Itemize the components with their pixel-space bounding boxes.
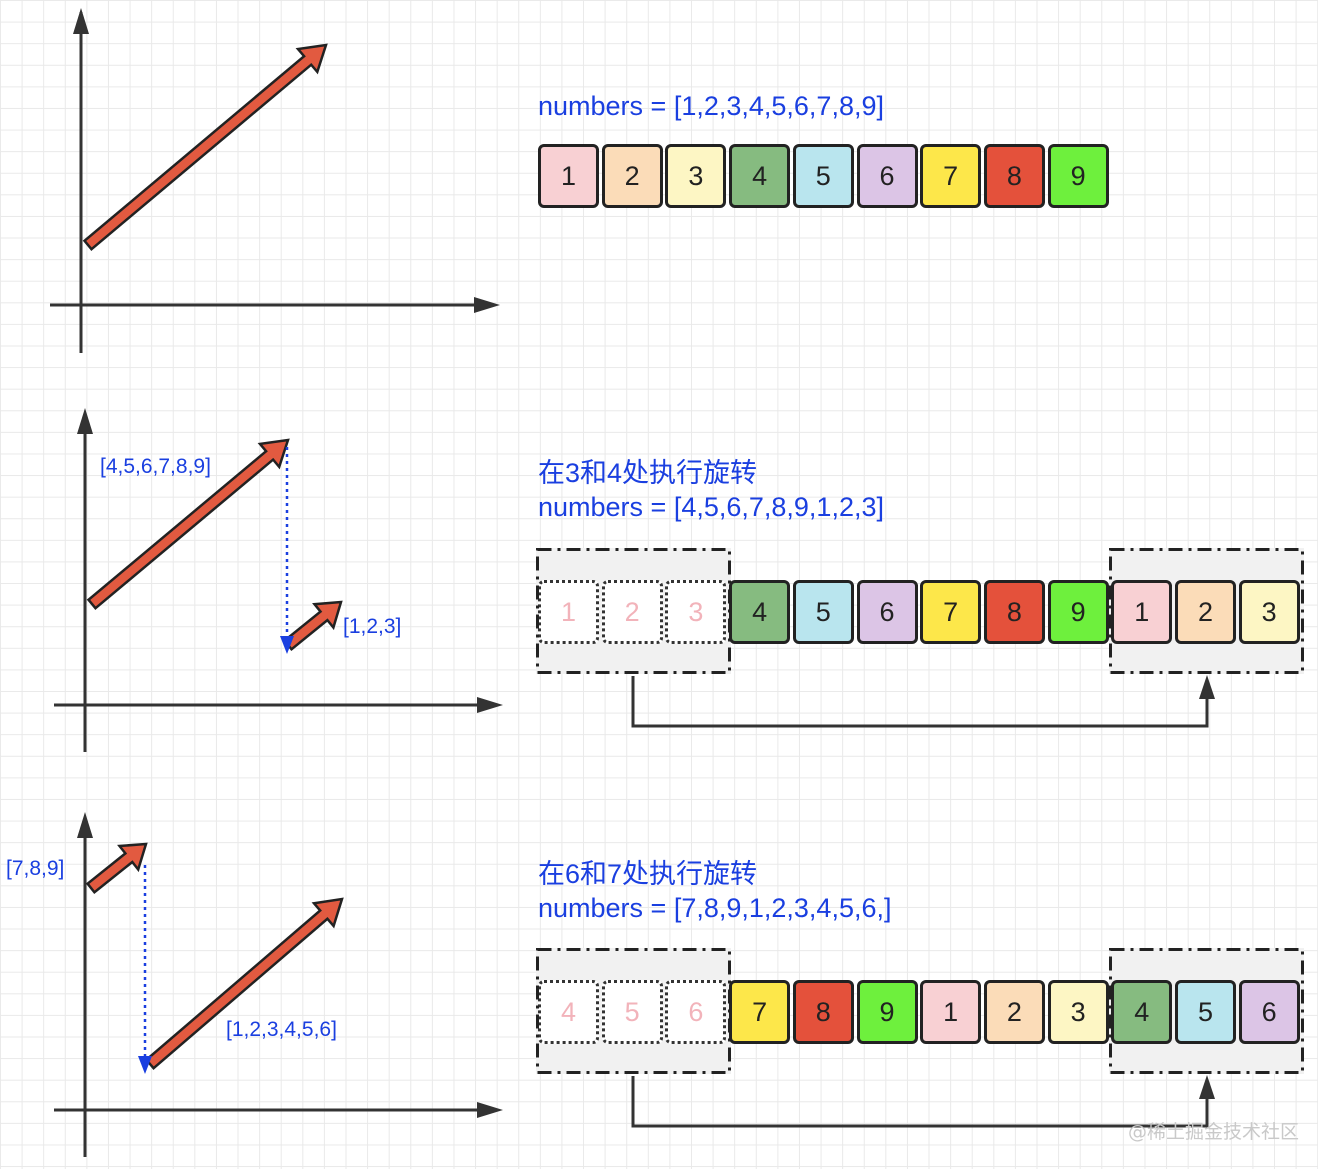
array-cell: 2 bbox=[983, 980, 1045, 1044]
y-axis-arrowhead bbox=[77, 408, 93, 434]
array-cell: 7 bbox=[920, 144, 982, 208]
drop-link-arrowhead bbox=[280, 636, 294, 654]
array-cell: 6 bbox=[856, 144, 918, 208]
array-cell: 4 bbox=[729, 580, 791, 644]
graph-label: [1,2,3,4,5,6] bbox=[226, 1018, 337, 1041]
array-cell: 9 bbox=[1047, 580, 1109, 644]
rotation-link-arrowhead bbox=[1199, 675, 1215, 699]
array-cell: 5 bbox=[792, 144, 854, 208]
graph-label: [1,2,3] bbox=[343, 615, 402, 638]
array-cell: 4 bbox=[729, 144, 791, 208]
rotation-link bbox=[631, 676, 1209, 728]
faded-cell: 6 bbox=[665, 980, 727, 1044]
x-axis-arrowhead bbox=[474, 297, 500, 313]
array-cell: 6 bbox=[1238, 980, 1300, 1044]
graph-label: [4,5,6,7,8,9] bbox=[100, 455, 211, 478]
title-line: numbers = [4,5,6,7,8,9,1,2,3] bbox=[538, 492, 884, 522]
trend-arrow bbox=[82, 43, 328, 251]
array-cell: 7 bbox=[729, 980, 791, 1044]
array-cell: 9 bbox=[856, 980, 918, 1044]
array-cell: 3 bbox=[1047, 980, 1109, 1044]
array-cell: 3 bbox=[665, 144, 727, 208]
faded-cell: 2 bbox=[601, 580, 663, 644]
faded-cell: 4 bbox=[538, 980, 599, 1044]
faded-cell: 1 bbox=[538, 580, 599, 644]
array-cell: 3 bbox=[1238, 580, 1300, 644]
drop-link-arrowhead bbox=[138, 1056, 152, 1074]
graph-label: [7,8,9] bbox=[6, 857, 65, 880]
faded-cell: 3 bbox=[665, 580, 727, 644]
trend-arrow bbox=[144, 897, 344, 1070]
array-cell: 5 bbox=[1175, 980, 1236, 1044]
row1-title: numbers = [1,2,3,4,5,6,7,8,9] bbox=[538, 89, 884, 123]
row3-title: 在6和7处执行旋转 numbers = [7,8,9,1,2,3,4,5,6,] bbox=[538, 857, 891, 925]
trend-arrow bbox=[85, 842, 148, 895]
array-cell: 9 bbox=[1047, 144, 1109, 208]
array-cell: 8 bbox=[983, 144, 1045, 208]
x-axis-arrowhead bbox=[477, 1102, 503, 1118]
title-line: 在6和7处执行旋转 bbox=[538, 859, 758, 889]
array-cell: 2 bbox=[1175, 580, 1236, 644]
array-cell: 8 bbox=[792, 980, 854, 1044]
array-cell: 4 bbox=[1111, 980, 1173, 1044]
title-line: numbers = [1,2,3,4,5,6,7,8,9] bbox=[538, 91, 884, 121]
array-cell: 6 bbox=[856, 580, 918, 644]
title-line: 在3和4处执行旋转 bbox=[538, 458, 758, 488]
array-cell: 1 bbox=[1111, 580, 1173, 644]
array-cell: 2 bbox=[601, 144, 663, 208]
row2-title: 在3和4处执行旋转 numbers = [4,5,6,7,8,9,1,2,3] bbox=[538, 456, 884, 524]
rotation-link bbox=[631, 1076, 1209, 1128]
faded-cell: 5 bbox=[601, 980, 663, 1044]
trend-arrow bbox=[86, 438, 290, 610]
y-axis-arrowhead bbox=[77, 812, 93, 838]
y-axis-arrowhead bbox=[73, 8, 89, 34]
rotation-link-arrowhead bbox=[1199, 1075, 1215, 1099]
array-cell: 1 bbox=[920, 980, 982, 1044]
title-line: numbers = [7,8,9,1,2,3,4,5,6,] bbox=[538, 893, 892, 923]
watermark: @稀土掘金技术社区 bbox=[1128, 1121, 1300, 1143]
array-cell: 7 bbox=[920, 580, 982, 644]
x-axis-arrowhead bbox=[477, 697, 503, 713]
array-cell: 8 bbox=[983, 580, 1045, 644]
array-cell: 1 bbox=[538, 144, 599, 208]
trend-arrow bbox=[282, 600, 343, 652]
array-cell: 5 bbox=[792, 580, 854, 644]
